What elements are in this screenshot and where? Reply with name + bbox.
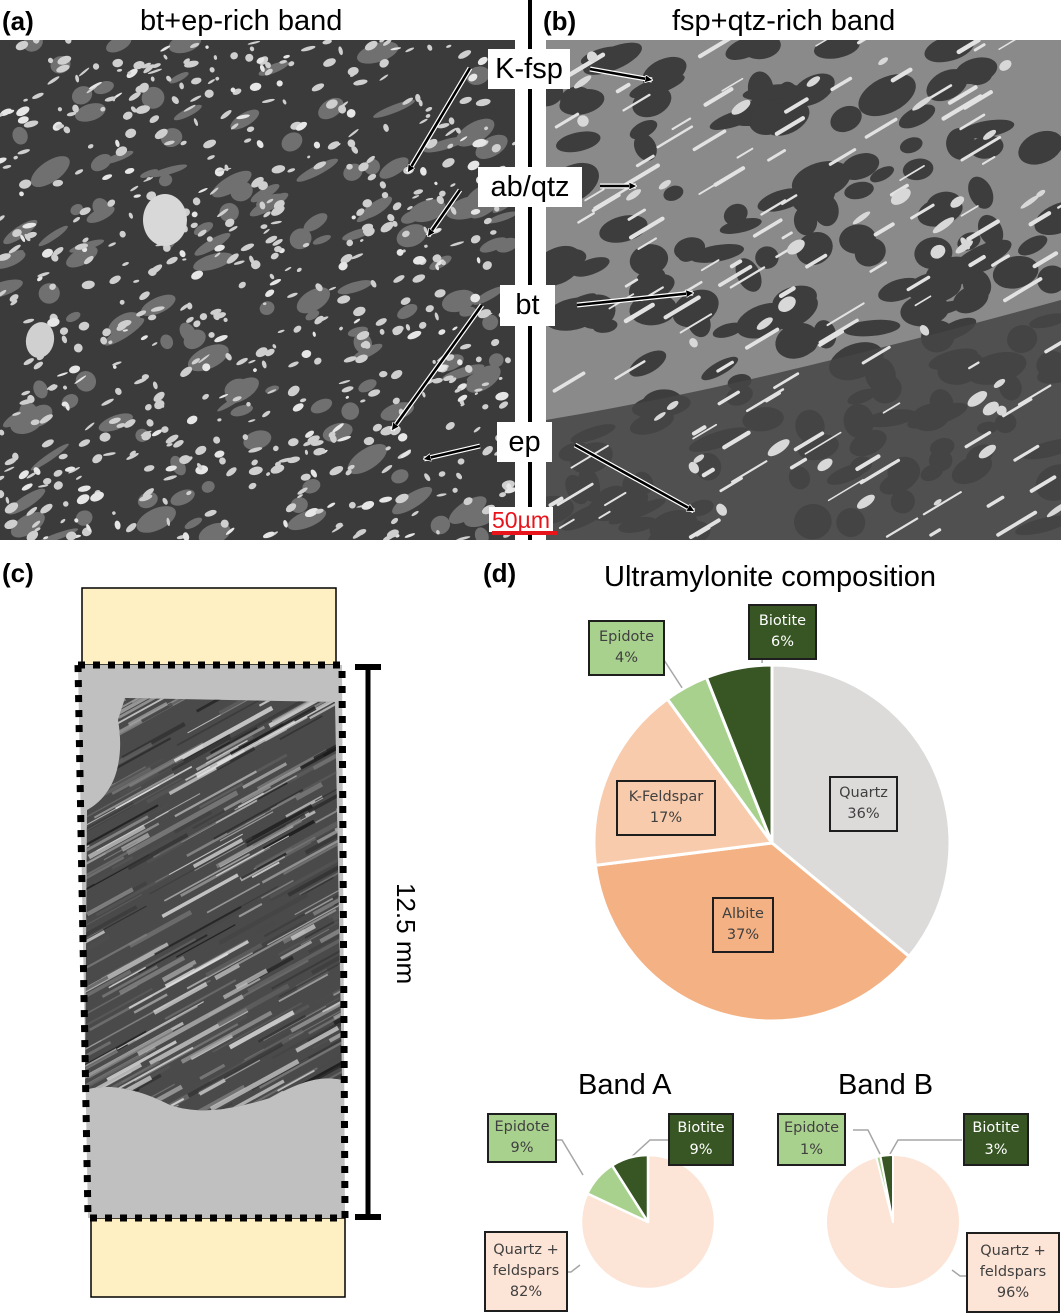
pie-label-value: 1%	[799, 1141, 823, 1158]
pie-label-name-line1: Quartz +	[980, 1242, 1046, 1259]
rock-section	[85, 698, 342, 1111]
pie-label-quartz: Quartz 36%	[829, 776, 898, 832]
band-b-label-biotite: Biotite 3%	[963, 1113, 1029, 1166]
sem-image-fsp-qtz-band	[546, 40, 1061, 540]
pie-label-biotite: Biotite 6%	[748, 604, 817, 660]
sample-diagram	[74, 587, 381, 1298]
pie-label-k-feldspar: K-Feldspar 17%	[616, 780, 716, 836]
pie-label-name: Epidote	[494, 1118, 550, 1135]
leader-qf-a	[566, 1264, 581, 1273]
panel-b-title: fsp+qtz-rich band	[672, 5, 896, 37]
pie-label-epidote: Epidote 4%	[588, 620, 665, 676]
pie-label-value: 17%	[649, 810, 683, 826]
callout-ep: ep	[497, 422, 552, 462]
pie-label-value: 3%	[984, 1141, 1008, 1158]
band-b-label-epidote: Epidote 1%	[777, 1113, 846, 1166]
holder-bottom	[90, 1217, 346, 1298]
arrow-k-fsp-b	[589, 67, 652, 80]
pie-label-value: 9%	[689, 1141, 713, 1158]
band-b-label-quartz-feldspars: Quartz + feldspars 96%	[966, 1232, 1060, 1313]
pie-label-name-line1: Quartz +	[493, 1241, 559, 1258]
pie-label-name-line2: feldspars	[492, 1262, 560, 1279]
leader-biotite-b	[889, 1139, 962, 1155]
callout-ab-qtz: ab/qtz	[478, 167, 582, 207]
panel-c-letter: (c)	[2, 558, 34, 588]
pie-label-value: 37%	[726, 927, 760, 943]
pie-label-name: Albite	[722, 905, 764, 922]
pie-label-name: Epidote	[783, 1120, 840, 1137]
panel-d-letter: (d)	[483, 558, 517, 588]
leader-epidote-b	[853, 1129, 881, 1155]
pie-label-value: 6%	[770, 634, 794, 650]
arrow-k-fsp-a	[406, 67, 472, 172]
pie-slice-biotite	[704, 663, 774, 845]
panel-b-letter: (b)	[543, 6, 577, 36]
chart-title-band-b: Band B	[838, 1069, 934, 1101]
band-a-label-biotite: Biotite 9%	[668, 1113, 734, 1166]
pie-label-name-line2: feldspars	[979, 1263, 1047, 1280]
pie-slice-biotite	[610, 1153, 650, 1224]
pie-label-value: 36%	[847, 806, 880, 822]
leader-epidote-a	[555, 1139, 584, 1176]
holder-top	[81, 587, 337, 666]
pie-label-value: 96%	[996, 1285, 1030, 1301]
panel-a-title: bt+ep-rich band	[140, 5, 343, 37]
callout-bt: bt	[500, 285, 555, 326]
pie-label-name: Epidote	[598, 628, 655, 645]
chart-title-ultramylonite: Ultramylonite composition	[604, 561, 937, 593]
leader-biotite-a	[627, 1139, 668, 1161]
pie-label-name: K-Feldspar	[628, 788, 704, 805]
scale-bar-label: 50µm	[489, 507, 553, 532]
arrow-bt-b	[576, 293, 693, 307]
arrow-ep-a	[424, 444, 481, 459]
pie-label-value: 9%	[510, 1140, 534, 1156]
pie-label-name: Quartz	[839, 784, 888, 801]
band-a-label-quartz-feldspars: Quartz + feldspars 82%	[484, 1231, 568, 1312]
band-a-label-epidote: Epidote 9%	[487, 1113, 557, 1163]
scale-bar	[492, 531, 557, 535]
panel-a-letter: (a)	[2, 6, 34, 36]
pie-label-name: Biotite	[758, 612, 807, 629]
pie-label-value: 82%	[509, 1284, 543, 1300]
panel-divider-line	[528, 0, 532, 540]
arrow-ab-qtz-a	[428, 189, 462, 236]
chart-title-band-a: Band A	[578, 1069, 672, 1101]
pie-label-name: Biotite	[677, 1120, 725, 1137]
callout-arrows	[389, 66, 1061, 514]
pie-slice-biotite	[879, 1154, 894, 1223]
pie-label-value: 4%	[614, 650, 638, 666]
pie-label-albite: Albite 37%	[712, 897, 774, 953]
pie-label-name: Biotite	[972, 1120, 1020, 1137]
leader-qf-b	[951, 1269, 966, 1277]
arrow-ep-b	[574, 443, 694, 513]
arrow-bt-a	[392, 304, 484, 430]
callout-k-fsp: K-fsp	[488, 49, 570, 89]
length-scale-bar	[355, 664, 381, 1220]
